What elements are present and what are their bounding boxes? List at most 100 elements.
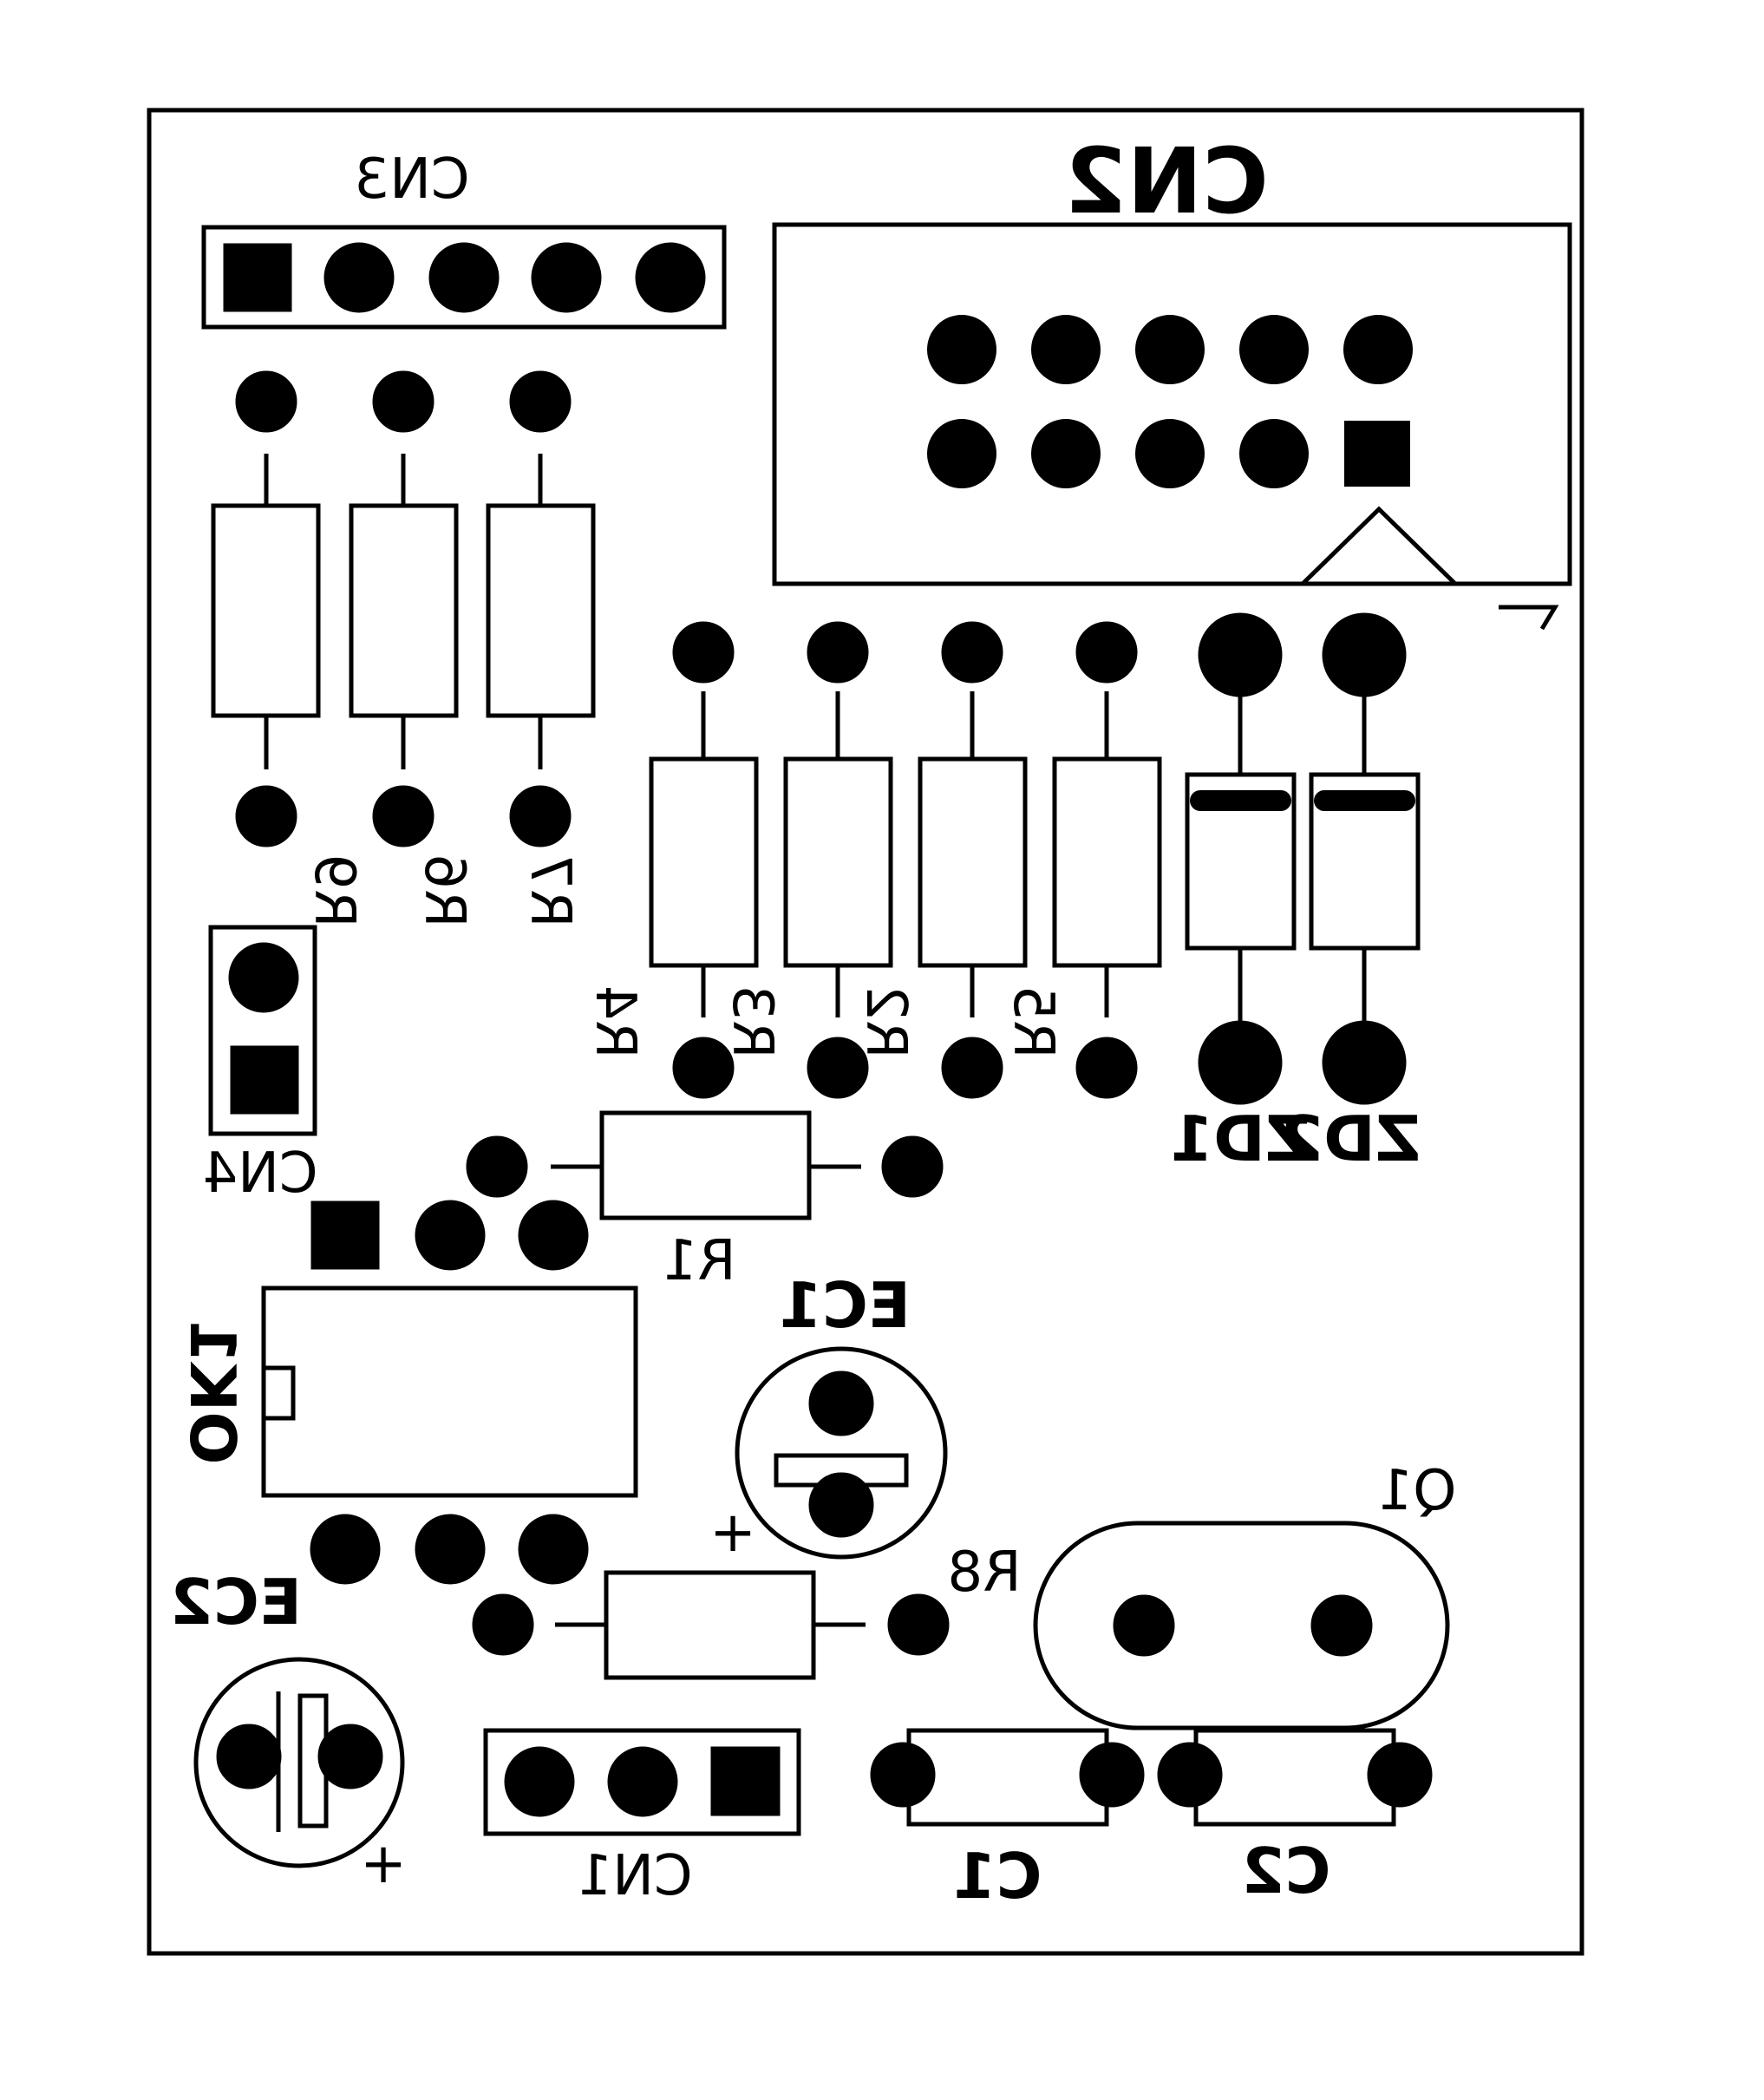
cn3-pad-square xyxy=(223,243,292,312)
label-cn3: CN3 xyxy=(354,147,469,212)
r5-pad xyxy=(1075,1037,1138,1099)
resistor-r1 xyxy=(551,1110,861,1220)
cn2-pad-square xyxy=(1341,417,1414,490)
zd2-cathode-bar xyxy=(1314,790,1415,811)
c1-pad xyxy=(1079,1742,1145,1808)
r1-pad xyxy=(881,1135,944,1198)
label-r7: R7 xyxy=(518,854,582,927)
diode-zd2 xyxy=(1309,694,1421,1024)
r4-pad xyxy=(672,621,735,684)
resistor-r4 xyxy=(649,691,759,1017)
q1-pad xyxy=(1310,1594,1373,1657)
ok1-pad xyxy=(310,1514,381,1585)
cn4-pad xyxy=(228,942,299,1013)
ec1-pad xyxy=(808,1371,874,1436)
ok1-pad xyxy=(518,1200,589,1271)
resistor-r8 xyxy=(555,1570,866,1680)
cn2-pin1-mark xyxy=(1499,605,1559,631)
cn4-pad-square xyxy=(230,1045,299,1115)
label-zd2: ZD2 xyxy=(1280,1102,1421,1175)
r3-pad xyxy=(807,621,869,684)
cn2-pad xyxy=(1236,415,1312,492)
r8-pad xyxy=(887,1593,950,1656)
r1-pad xyxy=(466,1135,528,1198)
label-r1: R1 xyxy=(662,1229,735,1293)
label-cn2: CN2 xyxy=(1064,128,1269,234)
label-r4: R4 xyxy=(583,985,647,1058)
zd1-pad xyxy=(1198,1020,1283,1105)
r2-pad xyxy=(941,1037,1003,1099)
ec1-pad xyxy=(808,1472,874,1538)
r7-pad xyxy=(509,785,572,847)
r6-pad xyxy=(372,370,434,433)
c2-pad xyxy=(1367,1742,1433,1808)
r8-pad xyxy=(472,1593,534,1656)
label-ec1: EC1 xyxy=(779,1269,911,1342)
label-ok1: OK1 xyxy=(176,1319,249,1464)
resistor-r7 xyxy=(486,454,596,769)
cn3-pad xyxy=(635,242,706,313)
c1-pad xyxy=(870,1742,936,1808)
cn3-pad xyxy=(323,242,395,313)
cn2-pad xyxy=(1236,311,1312,388)
zd1-cathode-bar xyxy=(1190,790,1291,811)
label-c1: C1 xyxy=(953,1840,1042,1913)
cn3-body xyxy=(201,225,727,330)
label-cn4: CN4 xyxy=(202,1142,317,1206)
ec1-plus-mark: + xyxy=(709,1501,756,1565)
optocoupler-ok1 xyxy=(261,1286,638,1498)
label-ec2: EC2 xyxy=(170,1566,302,1639)
r6-pad xyxy=(372,785,434,847)
resistor-r3 xyxy=(783,691,893,1017)
board-outline xyxy=(147,108,1584,1956)
ec2-pad xyxy=(317,1724,383,1789)
r4-pad xyxy=(672,1037,735,1099)
resistor-r2 xyxy=(918,691,1028,1017)
r3-pad xyxy=(807,1037,869,1099)
cn2-key-notch xyxy=(1301,506,1457,586)
label-r9: R9 xyxy=(302,854,366,927)
r9-pad xyxy=(235,785,297,847)
cn2-pad xyxy=(1028,311,1104,388)
ok1-pad-square xyxy=(310,1200,380,1270)
label-r3: R3 xyxy=(720,985,784,1058)
r7-pad xyxy=(509,370,572,433)
cn2-pad xyxy=(1132,311,1208,388)
resistor-r9 xyxy=(211,454,321,769)
zd2-pad xyxy=(1322,1020,1407,1105)
c2-pad xyxy=(1157,1742,1223,1808)
cn1-body xyxy=(483,1728,801,1836)
zd1-pad xyxy=(1198,612,1283,697)
cn2-pad xyxy=(924,415,1000,492)
transistor-q1 xyxy=(1033,1521,1450,1730)
cn2-pad xyxy=(1340,311,1416,388)
cn3-pad xyxy=(531,242,602,313)
capacitor-c2 xyxy=(1193,1728,1396,1827)
label-cn1: CN1 xyxy=(577,1844,692,1908)
cn1-pad xyxy=(607,1746,678,1817)
label-r8: R8 xyxy=(947,1541,1021,1605)
ec2-plus-mark: + xyxy=(360,1832,407,1896)
label-c2: C2 xyxy=(1242,1835,1331,1907)
label-r2: R2 xyxy=(853,985,918,1058)
label-r5: R5 xyxy=(1001,985,1065,1058)
label-q1: Q1 xyxy=(1377,1459,1456,1523)
q1-pad xyxy=(1113,1594,1175,1657)
cn2-pad xyxy=(1132,415,1208,492)
ok1-pad xyxy=(415,1514,486,1585)
cn2-pad xyxy=(924,311,1000,388)
ok1-pad xyxy=(518,1514,589,1585)
cn2-pad xyxy=(1028,415,1104,492)
cn4-body xyxy=(208,925,317,1136)
r2-pad xyxy=(941,621,1003,684)
label-r6: R6 xyxy=(412,854,476,927)
resistor-r5 xyxy=(1052,691,1162,1017)
capacitor-c1 xyxy=(906,1728,1109,1827)
diode-zd1 xyxy=(1185,694,1297,1024)
label-zd1: ZD1 xyxy=(1170,1102,1310,1175)
r9-pad xyxy=(235,370,297,433)
r5-pad xyxy=(1075,621,1138,684)
ok1-pad xyxy=(415,1200,486,1271)
zd2-pad xyxy=(1322,612,1407,697)
